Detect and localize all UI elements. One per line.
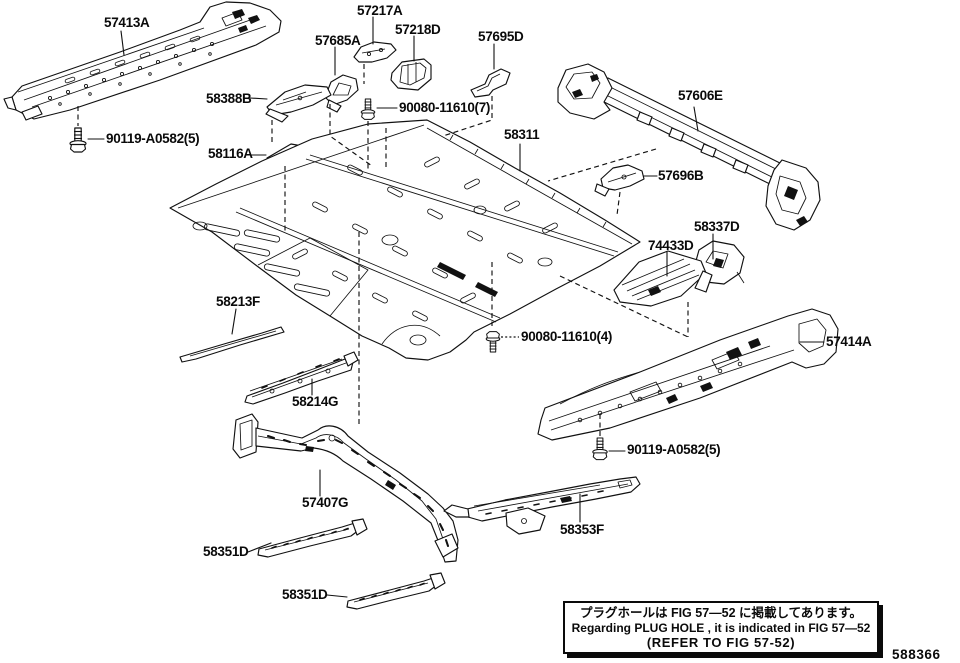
part-label-90119-a0582-bottom: 90119-A0582(5) [627, 442, 721, 457]
part-label-57413a: 57413A [104, 15, 150, 30]
part-drawing-57606e [557, 63, 821, 231]
part-drawing-57413a [3, 1, 282, 121]
note-line-japanese: プラグホールは FIG 57—52 に掲載してあります。 [579, 606, 863, 620]
part-label-57606e: 57606E [678, 88, 723, 103]
part-drawing-58351d-2 [346, 572, 446, 610]
part-label-57218d: 57218D [395, 22, 441, 37]
part-drawing-58351d-1 [257, 518, 368, 558]
part-drawing-57414a [537, 308, 839, 441]
part-label-58116a: 58116A [208, 146, 253, 161]
bolt-icon-90080-11610-4 [485, 331, 501, 353]
part-drawing-74433d [613, 250, 713, 307]
part-label-57696b: 57696B [658, 168, 704, 183]
part-drawing-57218d [390, 58, 432, 91]
part-drawing-57696b [594, 164, 645, 197]
assembly-dashed-lines [77, 64, 689, 436]
part-drawing-58214g [244, 351, 359, 405]
part-drawing-57685a [324, 74, 359, 113]
part-label-58337d: 58337D [694, 219, 740, 234]
part-drawing-58353f [443, 476, 641, 535]
bolt-icon-90119-a0582-bottom [592, 437, 608, 461]
part-label-58388b: 58388B [206, 91, 252, 106]
part-label-58213f: 58213F [216, 294, 260, 309]
part-drawing-58213f [179, 326, 285, 363]
part-label-90119-a0582-top: 90119-A0582(5) [106, 131, 200, 146]
part-label-74433d: 74433D [648, 238, 694, 253]
part-label-58351d-2: 58351D [282, 587, 328, 602]
part-label-57695d: 57695D [478, 29, 524, 44]
part-label-58214g: 58214G [292, 394, 339, 409]
part-label-57407g: 57407G [302, 495, 349, 510]
part-drawing-57695d [470, 68, 511, 98]
part-label-58351d-1: 58351D [203, 544, 249, 559]
part-drawing-57217a [353, 41, 397, 63]
figure-number: 588366 [892, 647, 941, 662]
bolt-icon-90119-a0582-top [69, 127, 87, 153]
leader-lines [87, 16, 825, 598]
part-label-58353f: 58353F [560, 522, 604, 537]
part-label-57685a: 57685A [315, 33, 361, 48]
part-label-57414a: 57414A [826, 334, 872, 349]
part-drawing-58311 [169, 119, 641, 361]
note-line-english: Regarding PLUG HOLE , it is indicated in… [571, 621, 871, 635]
part-label-90080-11610-7: 90080-11610(7) [399, 100, 491, 115]
bolt-icon-90080-11610-7 [360, 98, 376, 120]
part-label-58311: 58311 [504, 127, 540, 142]
part-label-57217a: 57217A [357, 3, 403, 18]
plug-hole-note-box: プラグホールは FIG 57—52 に掲載してあります。 Regarding P… [563, 601, 879, 654]
part-label-90080-11610-4: 90080-11610(4) [521, 329, 613, 344]
part-drawing-58388b [265, 84, 332, 123]
note-line-refer: (REFER TO FIG 57-52) [646, 635, 796, 650]
part-drawing-57407g [232, 413, 459, 563]
